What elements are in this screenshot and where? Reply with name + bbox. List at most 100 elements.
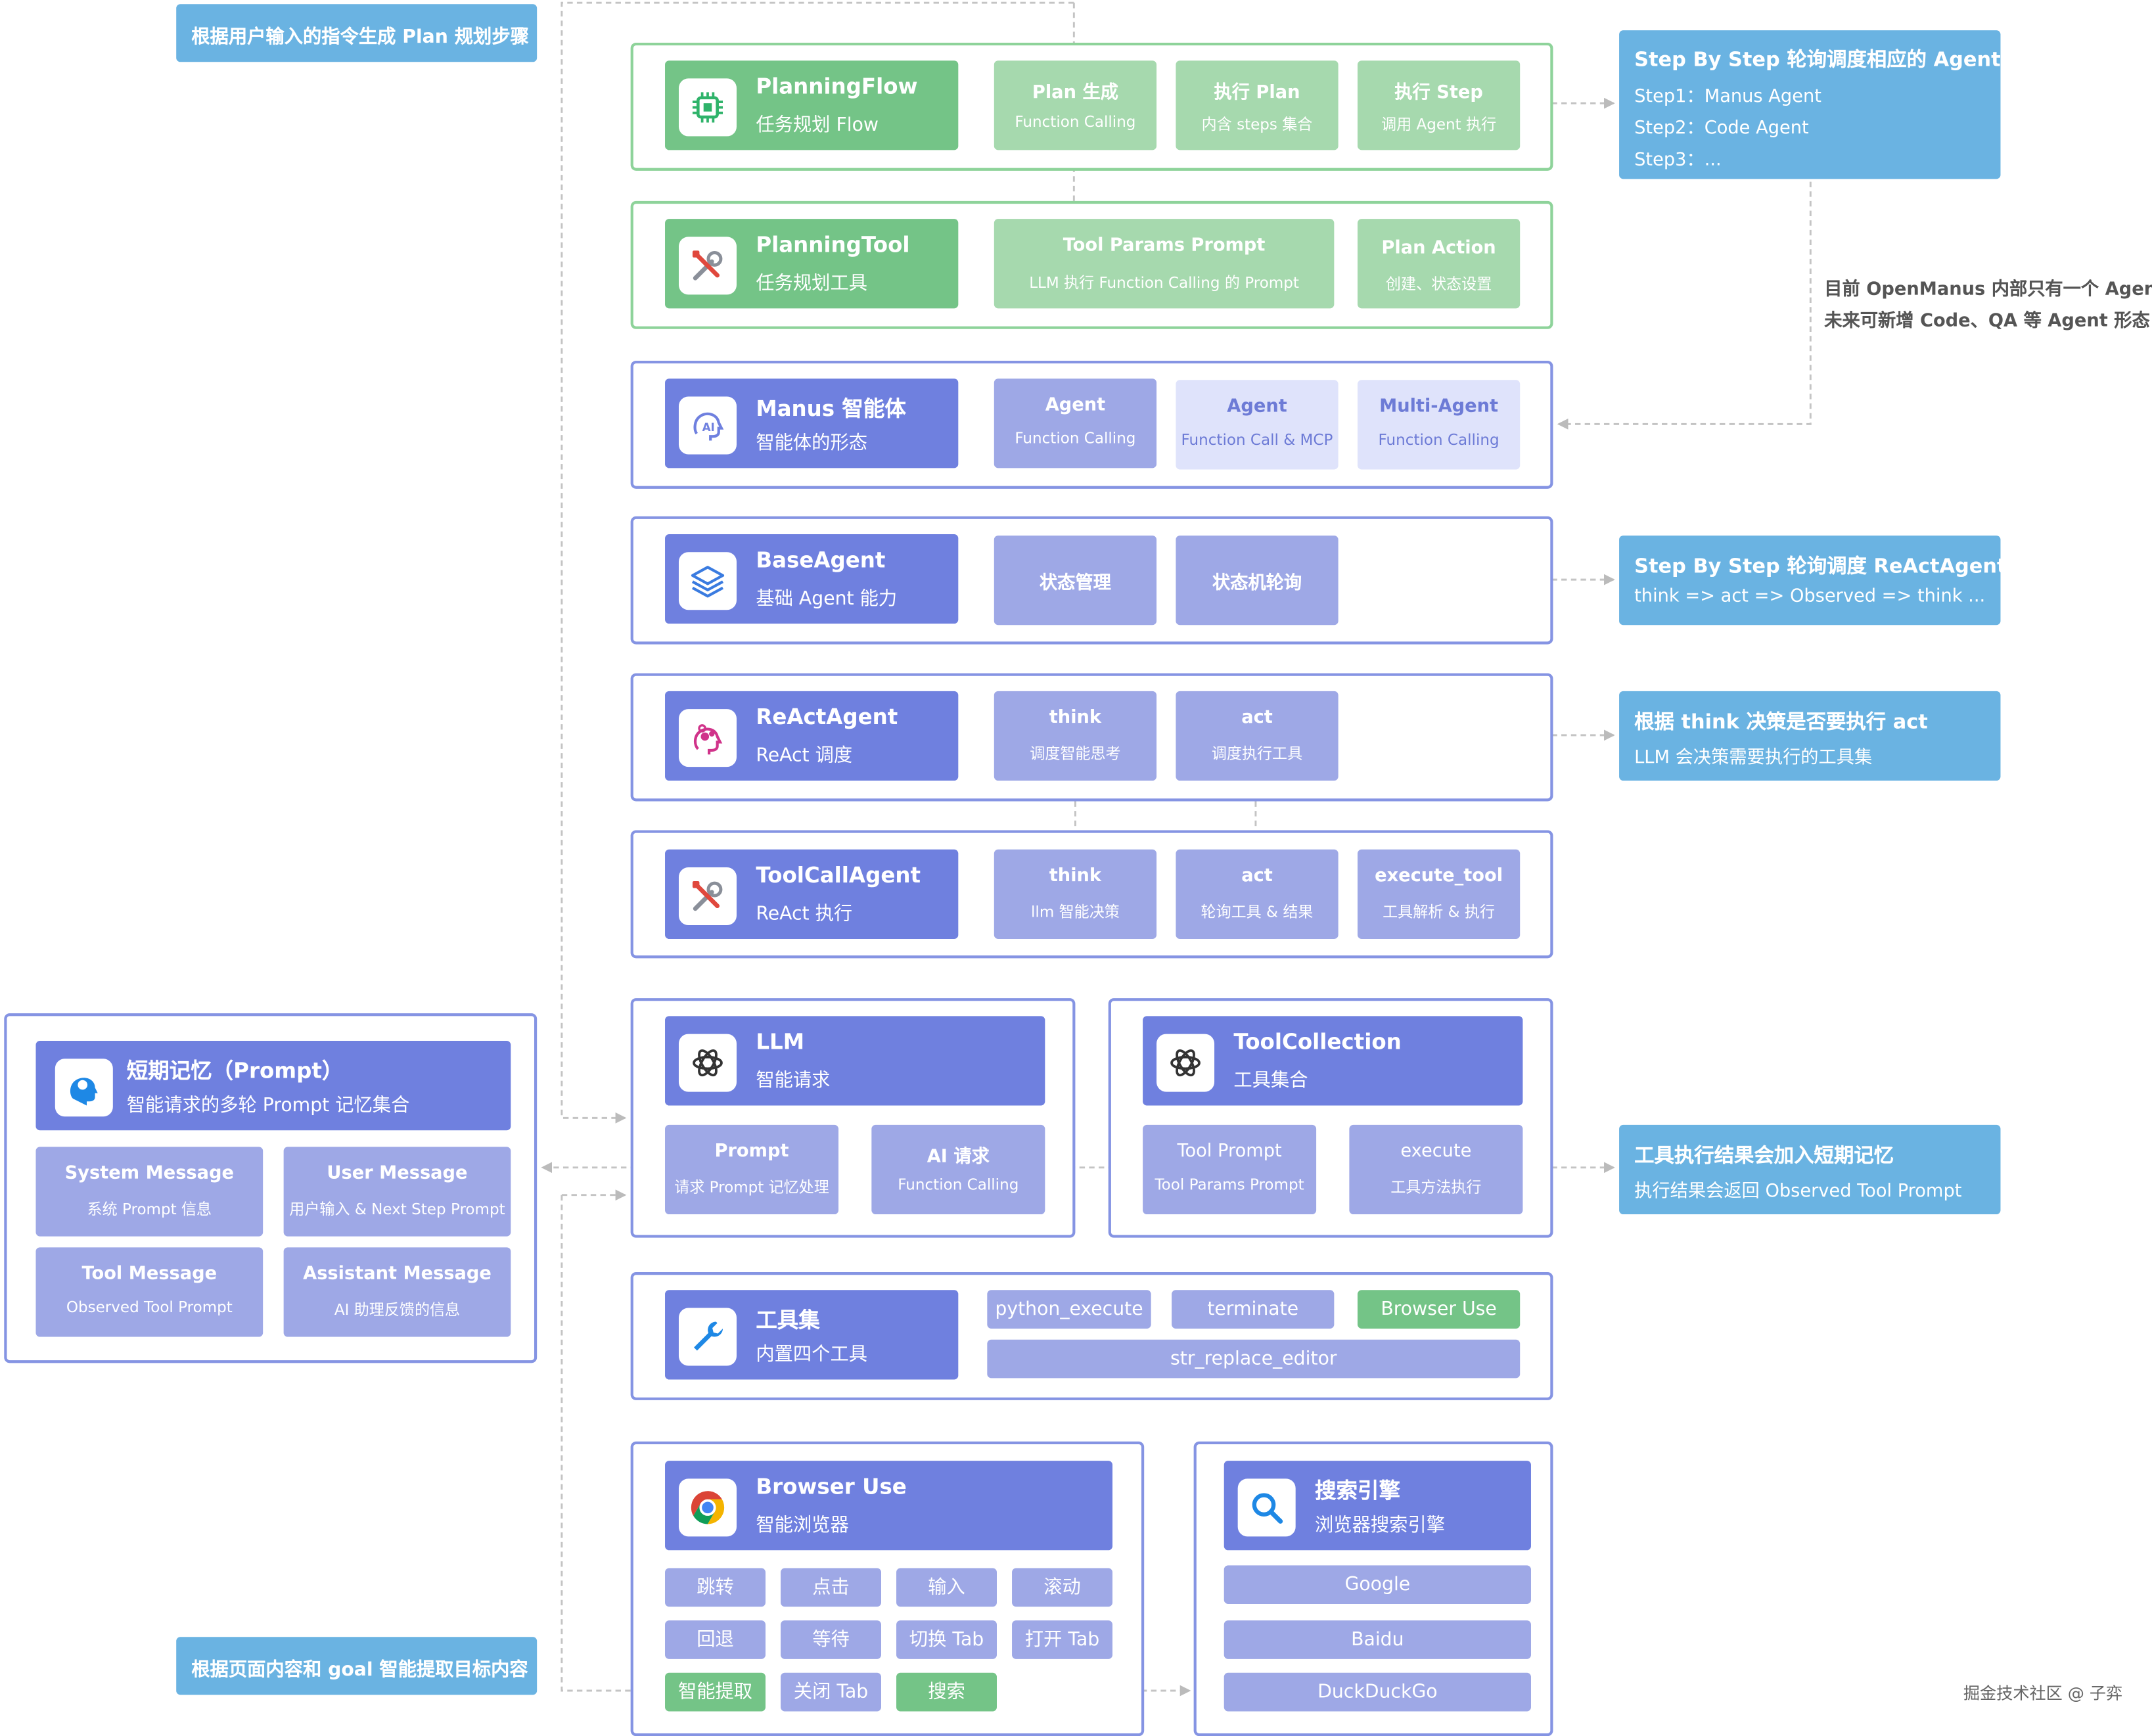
python-execute-pill: python_execute (987, 1290, 1151, 1329)
tool-message-sub: Observed Tool Prompt (66, 1298, 233, 1317)
execute-tool-title: execute_tool (1375, 865, 1503, 887)
execute-title: execute (1400, 1141, 1472, 1162)
openai-icon (1156, 1034, 1215, 1092)
toolset-header: 工具集 内置四个工具 (665, 1290, 959, 1380)
side-note-line-1: 目前 OpenManus 内部只有一个 Agent (1824, 279, 2152, 300)
svg-text:AI: AI (702, 421, 715, 434)
plan-action-title: Plan Action (1381, 238, 1496, 259)
ai-head-icon: AI (678, 396, 737, 455)
toolcall-act-chip: act 轮询工具 & 结果 (1176, 849, 1339, 939)
execute-step-chip: 执行 Step 调用 Agent 执行 (1357, 60, 1521, 150)
tool-collection-title: ToolCollection (1233, 1030, 1402, 1055)
react-act-sub: 调度执行工具 (1211, 744, 1303, 763)
planning-flow-title: PlanningFlow (756, 74, 918, 99)
search-icon (1237, 1478, 1296, 1537)
search-engine-subtitle: 浏览器搜索引擎 (1315, 1514, 1446, 1537)
tool-message-title: Tool Message (81, 1264, 217, 1285)
ai-request-title: AI 请求 (927, 1147, 990, 1168)
duckduckgo-pill: DuckDuckGo (1224, 1672, 1531, 1712)
llm-title: LLM (756, 1030, 805, 1055)
toolset-title: 工具集 (756, 1308, 820, 1333)
action-switch-tab-pill: 切换 Tab (896, 1620, 997, 1659)
note-tool-result-line: 执行结果会返回 Observed Tool Prompt (1634, 1181, 1962, 1202)
tool-collection-header: ToolCollection 工具集合 (1143, 1016, 1523, 1106)
multi-agent-sub: Function Calling (1378, 430, 1500, 449)
react-act-title: act (1241, 707, 1273, 729)
llm-prompt-title: Prompt (714, 1141, 789, 1162)
openai-icon (678, 1034, 737, 1092)
browser-header: Browser Use 智能浏览器 (665, 1461, 1113, 1551)
assistant-message-sub: AI 助理反馈的信息 (334, 1301, 461, 1319)
note-extract-text: 根据页面内容和 goal 智能提取目标内容 (191, 1658, 528, 1681)
llm-header: LLM 智能请求 (665, 1016, 1045, 1106)
execute-sub: 工具方法执行 (1390, 1178, 1482, 1197)
ai-request-sub: Function Calling (898, 1176, 1019, 1194)
memory-subtitle: 智能请求的多轮 Prompt 记忆集合 (126, 1094, 410, 1117)
react-agent-title: ReActAgent (756, 704, 898, 730)
execute-chip: execute 工具方法执行 (1349, 1124, 1523, 1215)
planning-flow-header: PlanningFlow 任务规划 Flow (665, 60, 959, 150)
tool-message-chip: Tool Message Observed Tool Prompt (35, 1247, 263, 1337)
tool-params-prompt-title: Tool Params Prompt (1063, 235, 1266, 256)
assistant-message-chip: Assistant Message AI 助理反馈的信息 (283, 1247, 511, 1337)
baidu-pill: Baidu (1224, 1620, 1531, 1659)
planning-tool-subtitle: 任务规划工具 (756, 272, 868, 295)
circuit-icon (678, 78, 737, 137)
plan-action-chip: Plan Action 创建、状态设置 (1357, 219, 1521, 309)
brain-gears-icon (678, 709, 737, 767)
system-message-title: System Message (64, 1163, 235, 1184)
note-step-agent-title: Step By Step 轮询调度相应的 Agent (1634, 49, 2001, 72)
llm-subtitle: 智能请求 (756, 1070, 831, 1092)
browser-subtitle: 智能浏览器 (756, 1514, 849, 1537)
toolcall-act-title: act (1241, 865, 1273, 887)
planning-tool-title: PlanningTool (756, 233, 910, 258)
memory-title: 短期记忆（Prompt） (126, 1059, 344, 1084)
tools-icon (678, 237, 737, 295)
execute-tool-chip: execute_tool 工具解析 & 执行 (1357, 849, 1521, 939)
manus-title: Manus 智能体 (756, 396, 906, 422)
tool-prompt-sub: Tool Params Prompt (1155, 1176, 1304, 1194)
browser-title: Browser Use (756, 1474, 907, 1499)
head-icon (55, 1059, 113, 1117)
toolcall-agent-title: ToolCallAgent (756, 863, 921, 888)
note-plan-steps-text: 根据用户输入的指令生成 Plan 规划步骤 (191, 26, 529, 49)
react-act-chip: act 调度执行工具 (1176, 691, 1339, 781)
execute-plan-title: 执行 Plan (1214, 82, 1300, 104)
memory-header: 短期记忆（Prompt） 智能请求的多轮 Prompt 记忆集合 (35, 1041, 511, 1131)
search-engine-title: 搜索引擎 (1315, 1478, 1400, 1504)
user-message-title: User Message (327, 1163, 468, 1184)
action-click-pill: 点击 (781, 1568, 881, 1607)
action-input-pill: 输入 (896, 1568, 997, 1607)
action-goto-pill: 跳转 (665, 1568, 766, 1607)
base-agent-title: BaseAgent (756, 547, 886, 573)
toolcall-think-chip: think llm 智能决策 (994, 849, 1157, 939)
action-close-tab-pill: 关闭 Tab (781, 1672, 881, 1712)
plan-generate-title: Plan 生成 (1032, 82, 1118, 104)
note-extract: 根据页面内容和 goal 智能提取目标内容 (176, 1637, 538, 1695)
ai-request-chip: AI 请求 Function Calling (871, 1124, 1045, 1215)
tools-icon (678, 867, 737, 926)
llm-prompt-sub: 请求 Prompt 记忆处理 (674, 1178, 829, 1197)
watermark: 掘金技术社区 @ 子弈 (1963, 1683, 2123, 1703)
plan-generate-sub: Function Calling (1015, 112, 1136, 131)
toolcall-act-sub: 轮询工具 & 结果 (1201, 903, 1314, 921)
browser-use-pill: Browser Use (1357, 1290, 1521, 1329)
wrench-icon (678, 1308, 737, 1366)
react-think-title: think (1049, 707, 1102, 729)
note-step-agent-line-3: Step3：... (1634, 150, 1722, 171)
user-message-sub: 用户输入 & Next Step Prompt (289, 1200, 505, 1219)
note-step-agent-line-1: Step1：Manus Agent (1634, 87, 1821, 108)
plan-generate-chip: Plan 生成 Function Calling (994, 60, 1157, 150)
execute-tool-sub: 工具解析 & 执行 (1383, 903, 1496, 921)
react-agent-header: ReActAgent ReAct 调度 (665, 691, 959, 781)
action-scroll-pill: 滚动 (1012, 1568, 1113, 1607)
agent-fc-chip: Agent Function Calling (994, 378, 1157, 468)
action-extract-pill: 智能提取 (665, 1672, 766, 1712)
manus-subtitle: 智能体的形态 (756, 432, 868, 455)
note-think-act: 根据 think 决策是否要执行 act LLM 会决策需要执行的工具集 (1619, 691, 2001, 781)
note-tool-result-title: 工具执行结果会加入短期记忆 (1634, 1145, 1894, 1168)
base-agent-header: BaseAgent 基础 Agent 能力 (665, 534, 959, 624)
agent-fc-title: Agent (1045, 395, 1106, 416)
tool-collection-subtitle: 工具集合 (1233, 1070, 1308, 1092)
execute-step-title: 执行 Step (1394, 82, 1483, 104)
